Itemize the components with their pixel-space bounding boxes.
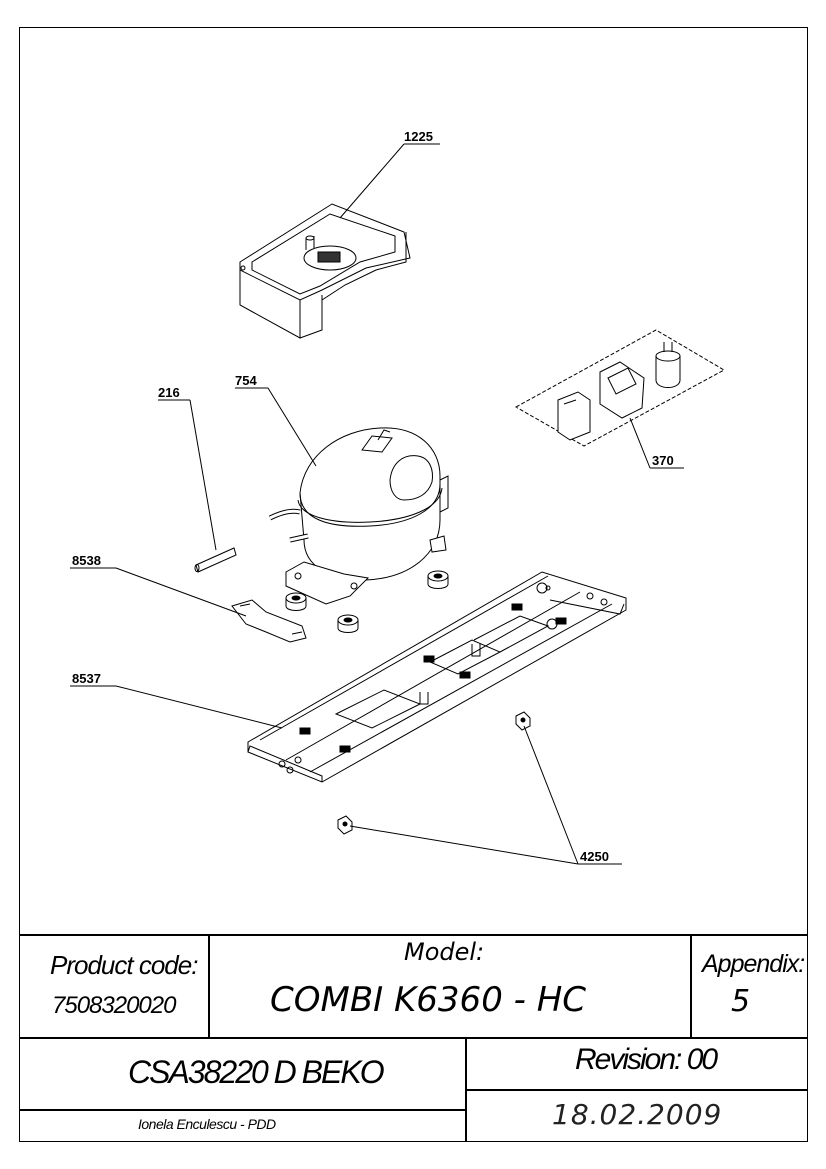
rubber-grommets — [285, 570, 449, 633]
pipe-part — [194, 547, 237, 573]
base-rail-part — [247, 571, 627, 783]
appendix-value: 5 — [731, 984, 751, 1019]
model-label: Model: — [404, 938, 485, 966]
callout-8537: 8537 — [72, 671, 101, 686]
electrical-kit-part — [514, 329, 726, 447]
callout-216: 216 — [158, 385, 180, 400]
author-name: Ionela Enculescu - PDD — [138, 1116, 276, 1132]
drawing-sheet-border — [19, 27, 808, 1142]
product-code-value: 7508320020 — [52, 992, 176, 1019]
drip-tray-part — [239, 203, 411, 339]
compressor-part — [268, 427, 449, 605]
appendix-label: Appendix: — [702, 950, 805, 978]
leader-lines — [70, 143, 684, 865]
model-value: COMBI K6360 - HC — [270, 980, 587, 1020]
callout-labels: 1225 754 216 370 8538 8537 4250 — [72, 129, 674, 864]
revision-label: Revision: 00 — [575, 1043, 718, 1076]
product-code-label: Product code: — [50, 950, 198, 980]
clip-part — [231, 599, 307, 643]
nut-parts — [337, 711, 531, 835]
revision-date: 18.02.2009 — [552, 1098, 723, 1131]
callout-754: 754 — [235, 373, 257, 388]
callout-1225: 1225 — [404, 129, 433, 144]
callout-4250: 4250 — [580, 849, 609, 864]
callout-370: 370 — [652, 453, 674, 468]
compressor-model: CSA38220 D BEKO — [128, 1054, 385, 1090]
callout-8538: 8538 — [72, 553, 101, 568]
